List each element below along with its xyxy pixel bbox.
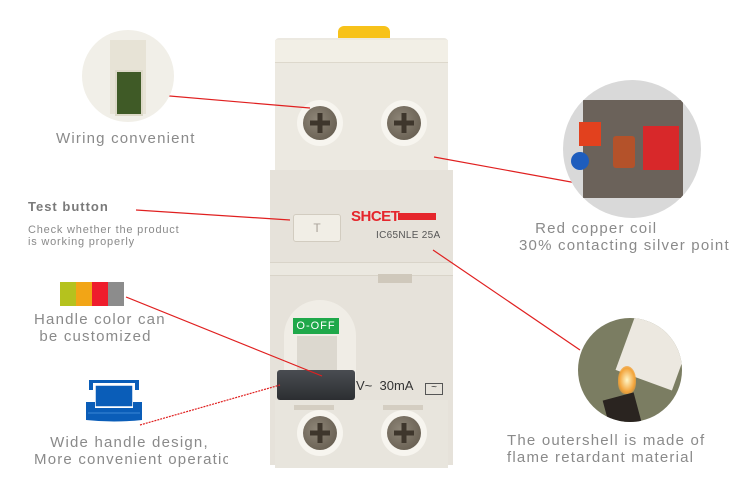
flame	[618, 366, 636, 394]
color-swatches	[60, 282, 124, 306]
blue-knob	[571, 152, 589, 170]
wide-handle-icon	[86, 380, 142, 422]
swatch-red	[92, 282, 108, 306]
terminal-opening	[115, 70, 143, 116]
model-text: IC65NLE 25A	[376, 230, 441, 241]
copper-coil	[613, 136, 635, 168]
terminal-screw	[381, 100, 427, 146]
wide-handle-label: Wide handle design, More convenient oper…	[34, 434, 228, 468]
wiring-detail-image	[82, 30, 174, 122]
panel-divider	[270, 262, 453, 276]
wiring-label: Wiring convenient	[56, 130, 196, 147]
swatch-gray	[108, 282, 124, 306]
swatch-green	[60, 282, 76, 306]
switch-status-text: O-OFF	[296, 320, 336, 332]
brand-bar	[398, 213, 436, 220]
bottom-slot	[383, 405, 423, 410]
test-button-desc: Check whether the product is working pro…	[28, 224, 180, 248]
wave-symbol: ~	[425, 383, 443, 395]
terminal-screw	[297, 410, 343, 456]
swatch-orange	[76, 282, 92, 306]
lighter	[602, 392, 642, 422]
terminal-screw	[381, 410, 427, 456]
bottom-slot	[294, 405, 334, 410]
flame-test-image	[578, 318, 682, 422]
switch-status-label: O-OFF	[293, 318, 339, 334]
brand-text: SHCET	[351, 208, 400, 225]
handle-stem	[297, 336, 337, 372]
trip-lever	[579, 122, 601, 146]
top-ridge	[275, 40, 448, 63]
test-button-title: Test button	[28, 199, 109, 214]
toggle-handle[interactable]	[277, 370, 355, 400]
flame-retardant-label: The outershell is made of flame retardan…	[507, 432, 706, 466]
arc-chute	[643, 126, 679, 170]
brand-logo: SHCET	[351, 208, 400, 225]
rating-text: V~ 30mA	[356, 378, 414, 393]
handle-color-label: Handle color can be customized	[34, 311, 166, 345]
test-button[interactable]: T	[293, 214, 341, 242]
test-button-glyph: T	[313, 221, 321, 235]
indicator-slot	[378, 274, 412, 283]
copper-coil-label: Red copper coil 30% contacting silver po…	[519, 220, 730, 254]
internal-structure-image	[563, 80, 701, 218]
